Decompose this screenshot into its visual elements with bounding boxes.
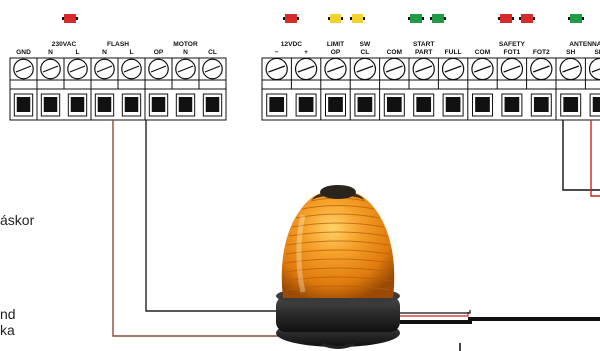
- terminal-screw-icon: [202, 58, 223, 80]
- side-text-1: áskor: [0, 212, 35, 228]
- yellow-led-icon: [350, 14, 365, 23]
- terminal-screw-icon: [175, 58, 196, 80]
- label-limit: LIMIT: [327, 41, 344, 48]
- pin-label: OP: [154, 49, 164, 56]
- label-safety: SAFETY: [499, 41, 526, 48]
- flash-l-wire: [145, 120, 290, 312]
- antenna-sh-wire: [562, 120, 600, 191]
- pin-label: N: [102, 49, 107, 56]
- terminal-screw-icon: [353, 57, 377, 81]
- terminal-socket: [325, 93, 346, 117]
- terminal-screw-icon: [13, 58, 34, 80]
- pin-label: PART: [415, 49, 432, 56]
- pin-label: FOT2: [533, 49, 550, 56]
- terminal-socket: [94, 93, 115, 117]
- terminal-socket: [501, 93, 523, 117]
- terminal-socket: [266, 93, 288, 117]
- label-start: START: [413, 41, 435, 48]
- pin-label: −: [275, 49, 279, 56]
- terminal-socket: [40, 93, 61, 117]
- terminal-socket: [413, 93, 435, 117]
- pin-label: +: [304, 49, 308, 56]
- side-text-2: nd: [0, 306, 16, 322]
- terminal-socket: [295, 93, 317, 117]
- label-motor: MOTOR: [173, 41, 198, 48]
- pin-label: L: [75, 49, 79, 56]
- terminal-socket: [530, 93, 552, 117]
- terminal-screw-icon: [94, 58, 115, 80]
- red-led-icon: [62, 14, 78, 23]
- pin-label: L: [129, 49, 133, 56]
- pin-label: COM: [387, 49, 403, 56]
- label-230vac: 230VAC: [52, 41, 77, 48]
- terminal-socket: [67, 93, 88, 117]
- terminal-screw-icon: [471, 57, 494, 81]
- terminal-socket: [148, 93, 169, 117]
- terminal-screw-icon: [265, 57, 288, 81]
- terminal-screw-icon: [500, 57, 524, 81]
- yellow-led-icon: [328, 14, 343, 23]
- green-led-icon: [408, 14, 424, 23]
- terminal-screw-icon: [294, 57, 318, 81]
- pin-label: SH: [566, 49, 575, 56]
- terminal-socket: [202, 93, 223, 117]
- terminal-screw-icon: [148, 58, 169, 80]
- lamp-cable-black: [398, 310, 471, 314]
- terminal-screw-icon: [67, 58, 88, 80]
- label-antenna: ANTENNA: [569, 41, 600, 48]
- label-sw: SW: [360, 41, 371, 48]
- green-led-icon: [430, 14, 446, 23]
- flashing-lamp-icon: [276, 185, 400, 349]
- label-12vdc: 12VDC: [281, 41, 302, 48]
- red-led-icon: [283, 14, 299, 23]
- pin-label: OP: [331, 49, 341, 56]
- red-led-icon: [519, 14, 535, 23]
- terminal-screw-icon: [40, 58, 61, 80]
- antenna-sig-wire: [590, 120, 600, 197]
- terminal-socket: [13, 93, 34, 117]
- pin-label: N: [48, 49, 53, 56]
- pin-label: CL: [208, 49, 217, 56]
- red-led-icon: [498, 14, 514, 23]
- terminal-screw-icon: [412, 57, 435, 81]
- terminal-block-left: [9, 57, 227, 121]
- terminal-screw-icon: [588, 57, 600, 81]
- terminal-socket: [472, 93, 493, 117]
- pin-label: CL: [361, 49, 370, 56]
- terminal-socket: [121, 93, 142, 117]
- terminal-screw-icon: [559, 57, 582, 81]
- pin-label: FULL: [445, 49, 462, 56]
- pin-label: SIG: [594, 49, 600, 56]
- terminal-screw-icon: [121, 58, 142, 80]
- terminal-socket: [175, 93, 196, 117]
- terminal-socket: [442, 93, 464, 117]
- terminal-socket: [383, 93, 405, 117]
- lamp-cable-thick: [400, 317, 600, 324]
- terminal-screw-icon: [383, 57, 406, 81]
- status-leds: [62, 14, 584, 23]
- terminal-block-right: [261, 57, 600, 121]
- terminal-screw-icon: [441, 57, 465, 81]
- terminal-socket: [589, 93, 600, 117]
- label-gnd: GND: [16, 49, 31, 56]
- side-text-3: ka: [0, 322, 15, 338]
- pin-label: FOT1: [503, 49, 520, 56]
- terminal-socket: [560, 93, 582, 117]
- terminal-socket: [354, 93, 376, 117]
- pin-label: COM: [475, 49, 491, 56]
- terminal-screw-icon: [530, 57, 553, 81]
- label-flash: FLASH: [107, 41, 129, 48]
- green-led-icon: [568, 14, 584, 23]
- pin-label: N: [183, 49, 188, 56]
- terminal-screw-icon: [324, 57, 347, 81]
